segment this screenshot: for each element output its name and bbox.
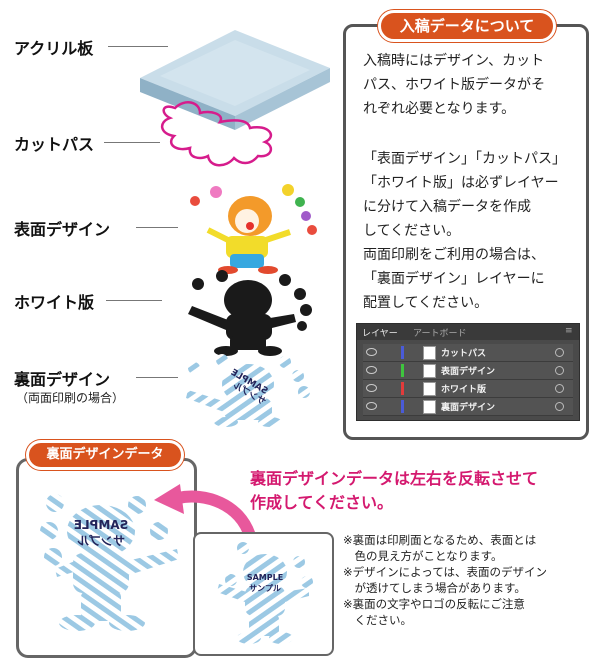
notes: ※裏面は印刷面となるため、表面とは 色の見え方がことなります。 ※デザインによっ…	[343, 533, 547, 627]
leader-line	[104, 142, 160, 143]
white-plate-silhouette-icon	[188, 270, 312, 356]
flip-instruction-line-2: 作成してください。	[250, 493, 394, 512]
tab-layers[interactable]: レイヤー	[362, 329, 398, 339]
back-design-large-icon: SAMPLE サンプル	[40, 494, 179, 631]
layer-thumbnail	[423, 400, 436, 414]
leader-line	[108, 46, 168, 47]
back-design-striped-icon	[186, 354, 310, 427]
target-circle-icon[interactable]	[555, 402, 564, 411]
layer-name: 裏面デザイン	[441, 403, 496, 413]
label-front-design: 表面デザイン	[14, 220, 111, 239]
target-circle-icon[interactable]	[555, 384, 564, 393]
layer-color-bar	[401, 382, 404, 395]
original-design-frame: SAMPLE サンプル	[193, 532, 334, 656]
layer-row[interactable]: ホワイト版	[363, 380, 573, 398]
eye-icon[interactable]	[366, 402, 377, 410]
leader-line	[136, 227, 178, 228]
front-design-character-icon	[190, 184, 317, 274]
leader-line	[136, 377, 178, 378]
flip-instruction-line-1: 裏面デザインデータは左右を反転させて	[250, 469, 539, 488]
cutpath-outline-icon	[161, 101, 273, 167]
sample-text: SAMPLE	[247, 573, 283, 582]
layer-thumbnail	[423, 382, 436, 396]
layer-thumbnail	[423, 364, 436, 378]
layer-name: カットパス	[441, 349, 487, 359]
layer-illustration: SAMPLE サンプル	[140, 30, 330, 427]
eye-icon[interactable]	[366, 348, 377, 356]
label-cutpath: カットパス	[14, 135, 95, 154]
label-double-sided-note: （両面印刷の場合）	[16, 391, 125, 405]
sample-mirrored-text: SAMPLE	[74, 518, 129, 532]
info-paragraph-2: 「表面デザイン」「カットパス」 「ホワイト版」は必ずレイヤー に分けて入稿データ…	[363, 151, 566, 311]
layer-row[interactable]: カットパス	[363, 344, 573, 362]
layer-color-bar	[401, 346, 404, 359]
back-design-small-icon: SAMPLE サンプル	[217, 542, 313, 644]
layer-row[interactable]: 裏面デザイン	[363, 398, 573, 416]
layer-name: ホワイト版	[441, 385, 487, 395]
eye-icon[interactable]	[366, 384, 377, 392]
leader-line	[106, 300, 162, 301]
target-circle-icon[interactable]	[555, 348, 564, 357]
tab-artboard[interactable]: アートボード	[413, 329, 467, 339]
target-circle-icon[interactable]	[555, 366, 564, 375]
layer-thumbnail	[423, 346, 436, 360]
layers-panel-header: レイヤー アートボード ≡	[357, 324, 579, 340]
sample-jp-text: サンプル	[249, 583, 281, 593]
layer-name: 表面デザイン	[441, 367, 496, 377]
back-design-data-tab: 裏面デザインデータ	[26, 440, 184, 470]
acrylic-board-icon	[140, 30, 330, 130]
back-design-data-frame: SAMPLE サンプル	[16, 458, 197, 658]
sample-jp-mirrored-text: サンプル	[77, 533, 125, 548]
layer-color-bar	[401, 364, 404, 377]
layers-panel: レイヤー アートボード ≡ カットパス 表面デザイン ホワイト版	[356, 323, 580, 421]
layer-row[interactable]: 表面デザイン	[363, 362, 573, 380]
label-acrylic: アクリル板	[14, 39, 94, 58]
label-white-plate: ホワイト版	[14, 293, 95, 312]
info-box: 入稿時にはデザイン、カット パス、ホワイト版データがそ れぞれ必要となります。 …	[343, 24, 589, 440]
panel-menu-icon[interactable]: ≡	[565, 326, 573, 336]
layer-color-bar	[401, 400, 404, 413]
info-title-tab: 入稿データについて	[378, 10, 556, 42]
flip-arrow-icon	[154, 484, 256, 539]
eye-icon[interactable]	[366, 366, 377, 374]
label-back-design: 裏面デザイン	[14, 370, 111, 389]
info-paragraph-1: 入稿時にはデザイン、カット パス、ホワイト版データがそ れぞれ必要となります。	[363, 53, 545, 117]
